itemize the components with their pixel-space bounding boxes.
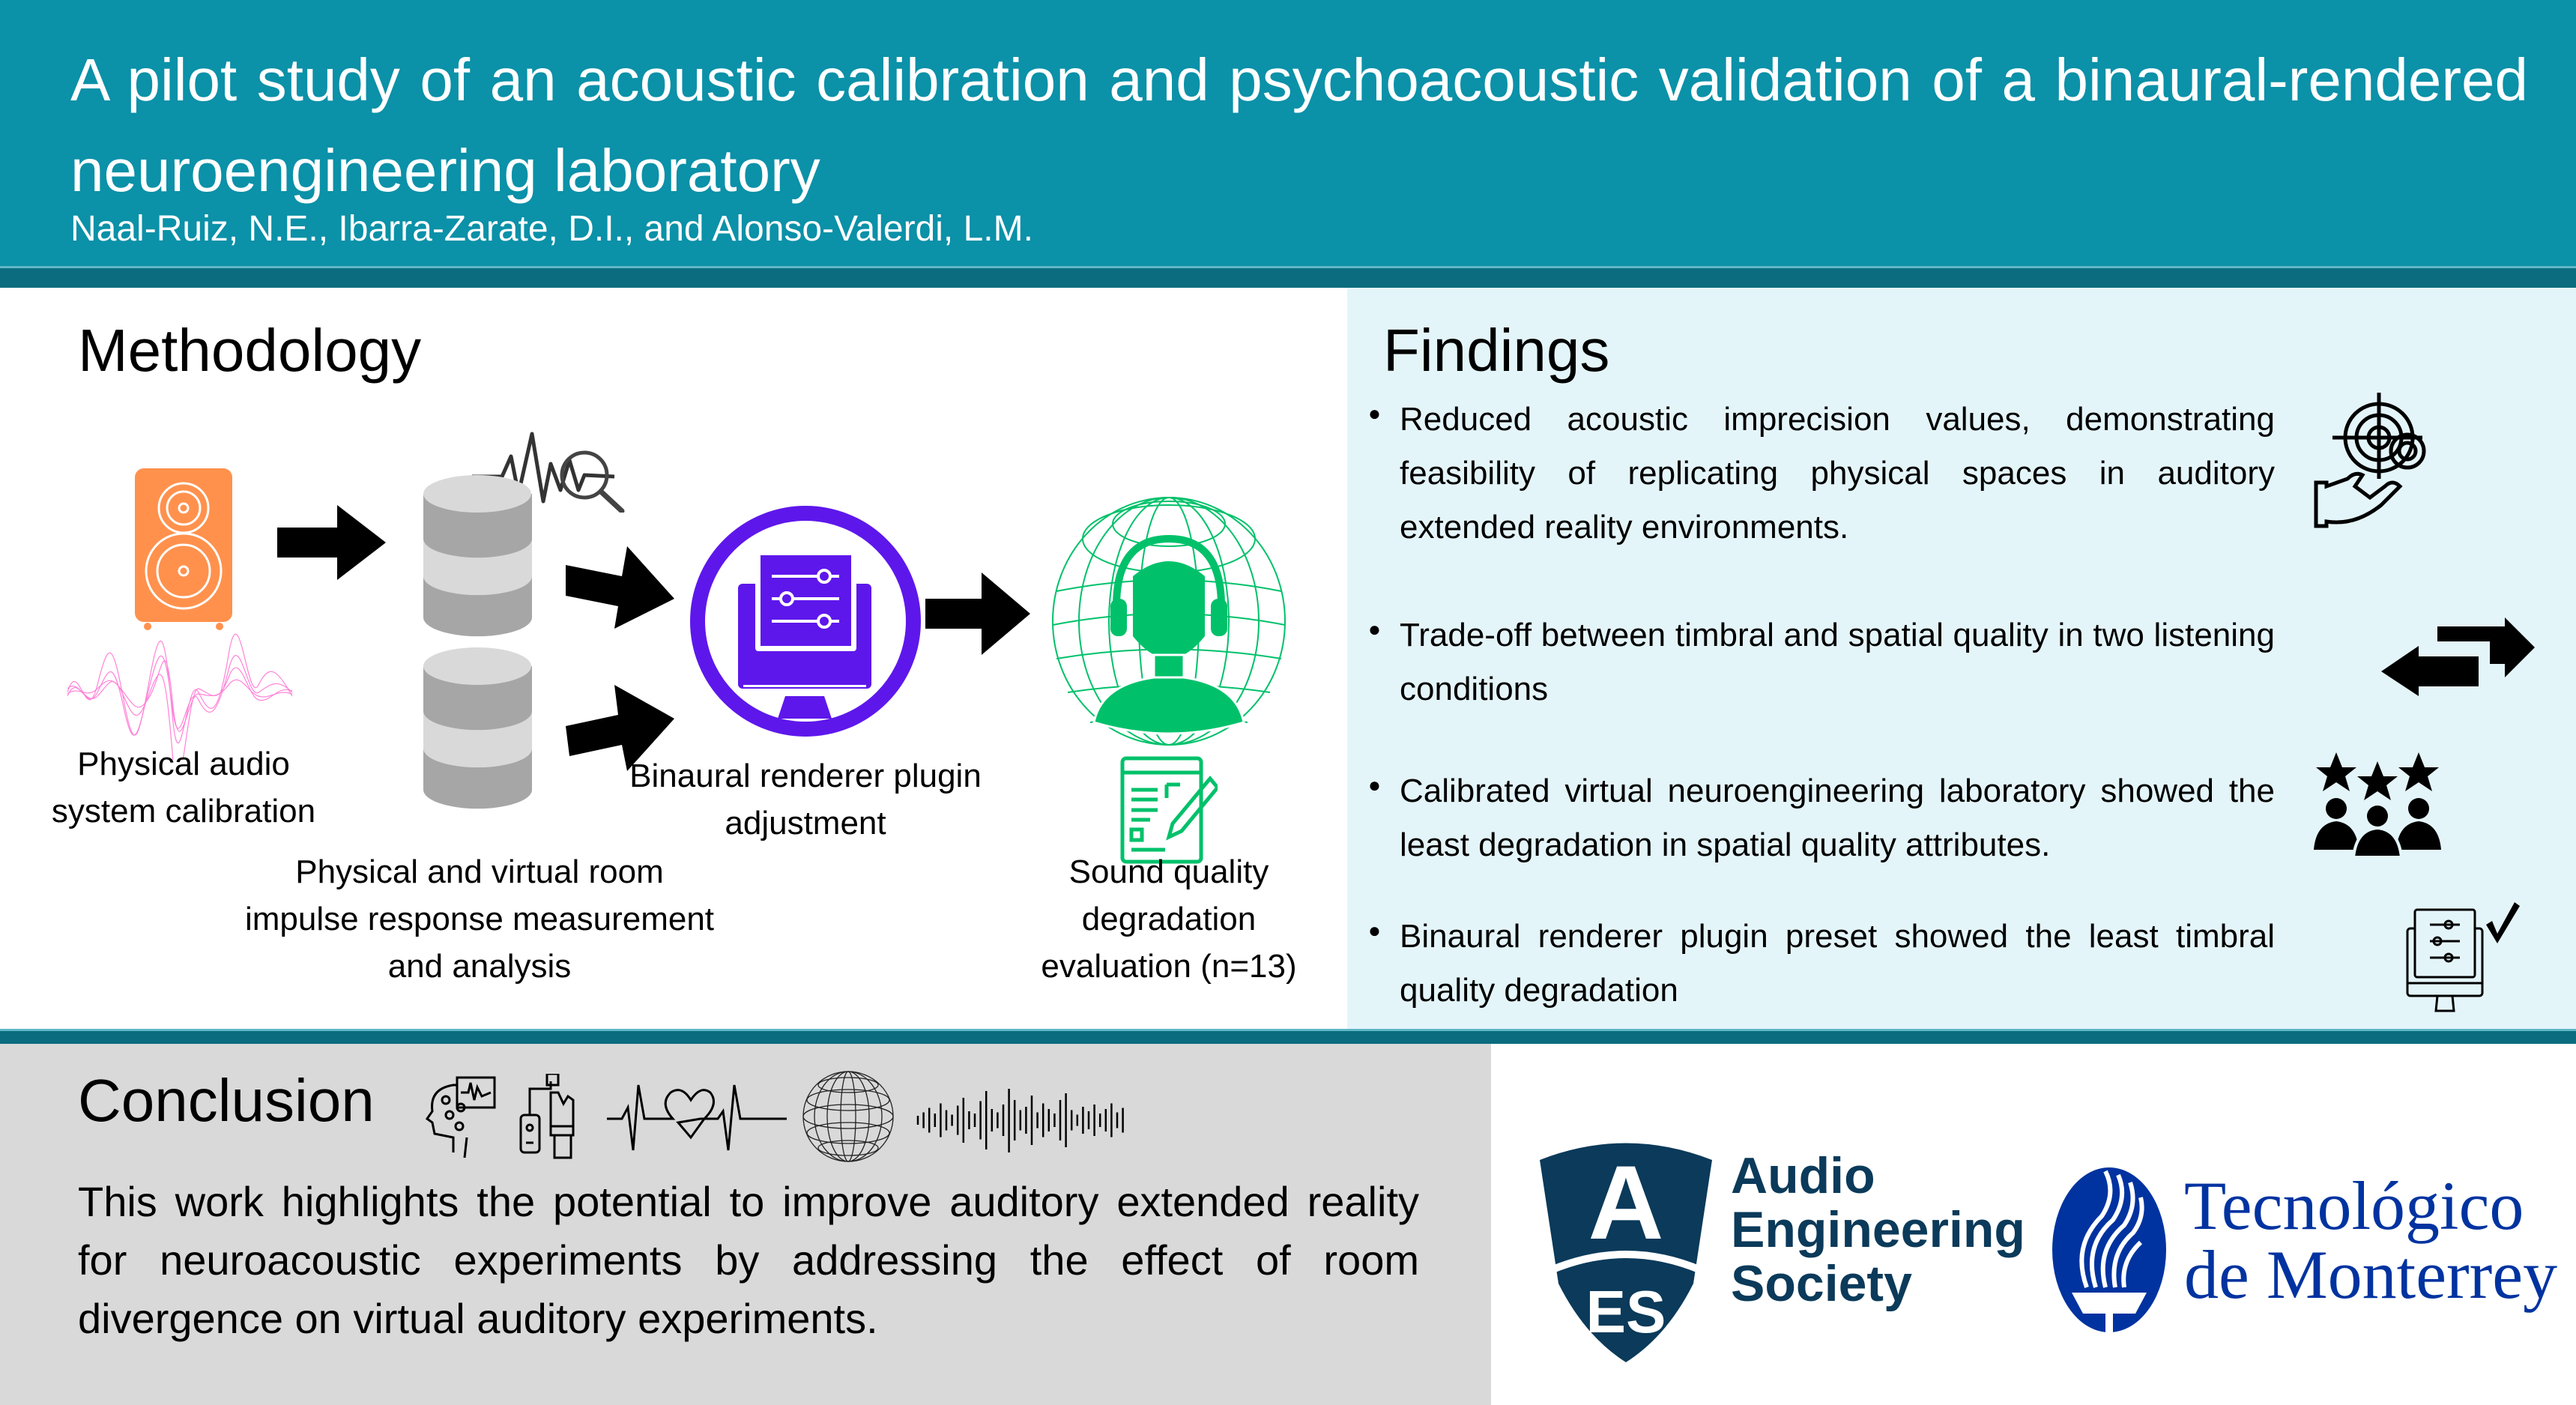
- aes-shield-logo: A ES: [1540, 1143, 1712, 1362]
- arrow-right-icon: [277, 505, 386, 580]
- step-2-label-line: and analysis: [387, 948, 572, 985]
- finding-item: ● Calibrated virtual neuroengineering la…: [1368, 764, 2275, 872]
- arrow-right-icon: [925, 572, 1030, 655]
- findings-heading: Findings: [1383, 317, 1610, 384]
- step-2-label-line: Physical and virtual room: [295, 853, 664, 890]
- bullet-icon: ●: [1368, 919, 1381, 942]
- impulse-analysis-icon: [472, 432, 625, 513]
- aes-line: Society: [1731, 1255, 1912, 1312]
- wearable-hand-icon: [519, 1074, 575, 1159]
- divider-stripe-top: [0, 266, 2576, 288]
- divider-stripe-bottom: [0, 1029, 2576, 1046]
- finding-item: ● Reduced acoustic imprecision values, d…: [1368, 393, 2275, 555]
- listener-globe-icon: [1052, 497, 1286, 746]
- tec-torch-logo: [2052, 1167, 2166, 1332]
- arrow-right-icon: [566, 546, 674, 629]
- tec-line: Tecnológico: [2184, 1167, 2524, 1244]
- monitor-sliders-icon: [690, 506, 921, 737]
- header-banner: A pilot study of an acoustic calibration…: [0, 0, 2576, 267]
- heartbeat-icon: [607, 1084, 787, 1151]
- step-4-label-line: degradation: [1081, 901, 1257, 937]
- bullet-icon: ●: [1368, 773, 1381, 797]
- step-4-label-line: Sound quality: [1068, 853, 1269, 890]
- speaker-icon: [135, 468, 232, 630]
- swap-arrows-icon: [2381, 617, 2535, 696]
- conclusion-text: This work highlights the potential to im…: [78, 1178, 1419, 1342]
- finding-text: Binaural renderer plugin preset showed t…: [1400, 918, 2275, 1009]
- aes-line: Audio: [1731, 1147, 1875, 1204]
- step-2-label-line: impulse response measurement: [244, 901, 715, 937]
- step-1-label-line: system calibration: [51, 793, 316, 830]
- finding-item: ● Binaural renderer plugin preset showed…: [1368, 910, 2275, 1018]
- aes-wordmark: Audio Engineering Society: [1731, 1149, 2025, 1311]
- database-icon: [423, 647, 532, 809]
- step-4-label: Sound quality degradation evaluation (n=…: [997, 848, 1341, 990]
- arrow-right-icon: [566, 685, 674, 771]
- step-4-label-line: evaluation (n=13): [1041, 948, 1297, 985]
- step-2-label: Physical and virtual room impulse respon…: [225, 848, 734, 990]
- aes-letters-es: ES: [1586, 1278, 1666, 1345]
- globe-wireframe-icon: [802, 1071, 894, 1162]
- bullet-icon: ●: [1368, 617, 1381, 641]
- database-icon: [423, 475, 532, 637]
- conclusion-panel: Conclusion This work highlights the p: [0, 1044, 1491, 1405]
- tec-line: de Monterrey: [2184, 1236, 2558, 1313]
- monitor-check-icon: [2406, 902, 2520, 1012]
- step-1-label-line: Physical audio: [77, 746, 290, 782]
- bullet-icon: ●: [1368, 402, 1381, 425]
- step-3-label-line: adjustment: [725, 805, 886, 842]
- aes-letter-a: A: [1588, 1143, 1663, 1261]
- methodology-panel: Methodology Physical audio system calibr…: [0, 288, 1347, 1029]
- step-3-label-line: Binaural renderer plugin: [629, 758, 982, 794]
- authors: Naal-Ruiz, N.E., Ibarra-Zarate, D.I., an…: [70, 209, 1033, 249]
- rated-people-icon: [2314, 752, 2441, 857]
- conclusion-heading: Conclusion: [78, 1067, 375, 1134]
- finding-text: Calibrated virtual neuroengineering labo…: [1400, 773, 2275, 863]
- poster-title: A pilot study of an acoustic calibration…: [70, 46, 2528, 204]
- logos-area: A ES Audio Engineering Society Tecnológi…: [1491, 1044, 2576, 1405]
- step-3-label: Binaural renderer plugin adjustment: [599, 752, 1012, 847]
- target-gear-hand-icon: [2314, 393, 2426, 528]
- waveform-icon: [67, 633, 293, 760]
- brain-eeg-icon: [425, 1076, 496, 1158]
- step-1-label: Physical audio system calibration: [30, 740, 337, 835]
- finding-text: Reduced acoustic imprecision values, dem…: [1400, 401, 2275, 546]
- tec-wordmark: Tecnológico de Monterrey: [2184, 1171, 2557, 1309]
- sound-wave-icon: [916, 1089, 1124, 1152]
- aes-line: Engineering: [1731, 1201, 2025, 1258]
- finding-item: ● Trade-off between timbral and spatial …: [1368, 608, 2275, 716]
- evaluation-form-icon: [1120, 756, 1218, 864]
- findings-panel: Findings ● Reduced acoustic imprecision …: [1347, 288, 2576, 1029]
- finding-text: Trade-off between timbral and spatial qu…: [1400, 617, 2275, 707]
- methodology-heading: Methodology: [78, 317, 422, 384]
